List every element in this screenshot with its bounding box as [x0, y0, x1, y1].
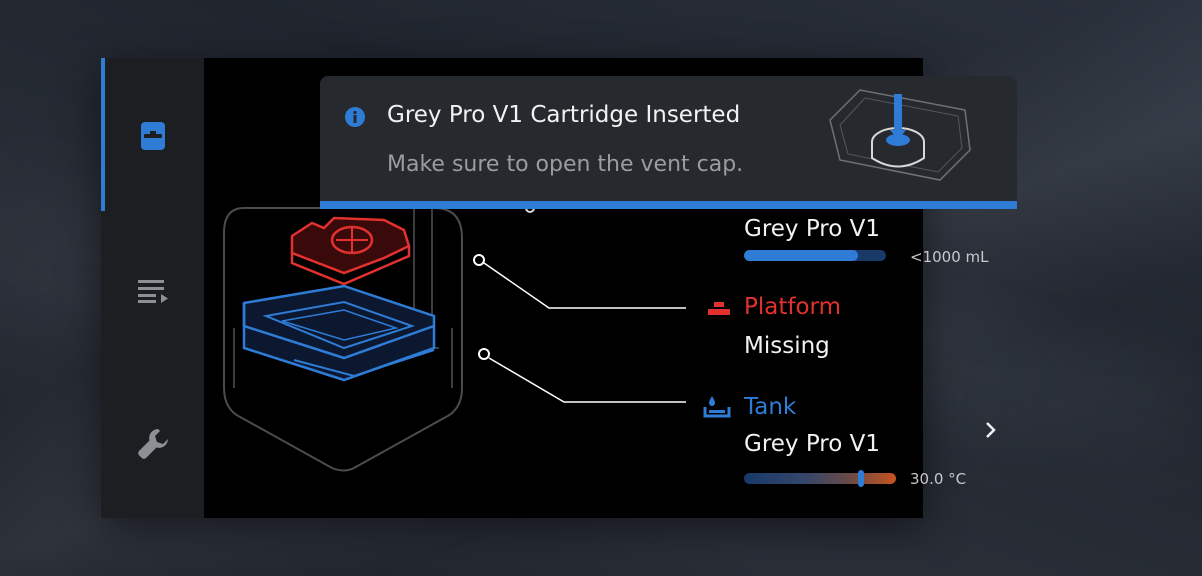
sidebar-item-queue[interactable] [101, 251, 204, 331]
sidebar [101, 58, 204, 518]
printer-illustration [223, 203, 686, 472]
printer-screen: Grey Pro V1 <1000 mL Platform Missing Ta… [101, 58, 1017, 518]
cartridge-volume-fill [744, 250, 858, 261]
tank-temperature-text: 30.0 °C [910, 470, 967, 488]
info-icon [345, 107, 365, 127]
platform-label: Platform [744, 294, 841, 320]
tank-details-chevron-icon[interactable] [984, 420, 998, 440]
wrench-icon [137, 429, 168, 459]
tank-temperature-bar [744, 470, 896, 487]
tank-temperature-marker [858, 470, 864, 487]
cartridge-inserted-notification[interactable]: Grey Pro V1 Cartridge Inserted Make sure… [320, 76, 1017, 209]
cartridge-vent-cap-illustration [829, 89, 971, 181]
printer-icon [140, 122, 165, 150]
platform-status: Missing [744, 333, 830, 359]
notification-message: Make sure to open the vent cap. [387, 152, 744, 177]
cartridge-volume-text: <1000 mL [910, 248, 989, 266]
tank-label: Tank [744, 394, 797, 420]
sidebar-item-tools[interactable] [101, 404, 204, 484]
cartridge-volume-bar [744, 250, 886, 261]
sidebar-active-indicator [101, 58, 105, 211]
cartridge-resin-name: Grey Pro V1 [744, 216, 881, 242]
tank-resin-name: Grey Pro V1 [744, 431, 881, 457]
queue-list-icon [137, 280, 168, 303]
tank-icon [703, 396, 731, 418]
notification-title: Grey Pro V1 Cartridge Inserted [387, 102, 741, 128]
printer-status-panel: Grey Pro V1 <1000 mL Platform Missing Ta… [204, 58, 1017, 518]
notification-accent-bar [320, 201, 1017, 209]
sidebar-item-printer[interactable] [101, 96, 204, 176]
platform-icon [708, 302, 730, 315]
